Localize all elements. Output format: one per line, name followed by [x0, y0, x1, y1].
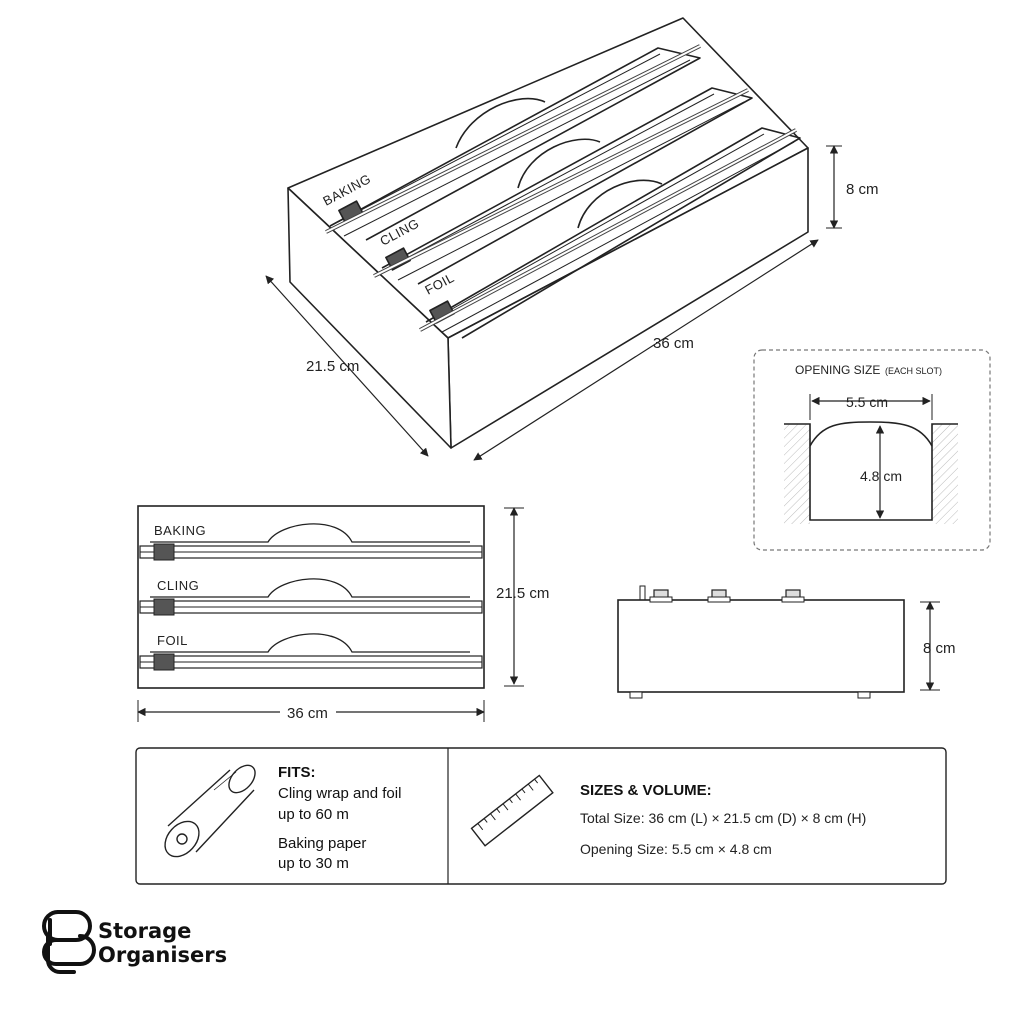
iso-length-dimension-line — [473, 239, 819, 461]
iso-depth-label: 21.5 cm — [306, 358, 359, 375]
fits-line-1: Cling wrap and foil — [278, 785, 401, 802]
opening-detail — [753, 349, 991, 551]
top-label-cling: CLING — [157, 578, 199, 593]
brand-line-1: Storage — [98, 919, 191, 943]
top-depth-label: 21.5 cm — [496, 585, 549, 602]
top-slot-baking — [139, 523, 483, 561]
top-label-baking: BAKING — [154, 523, 206, 538]
fits-line-2: up to 60 m — [278, 806, 349, 823]
opening-title: OPENING SIZE — [795, 363, 880, 377]
info-panel — [135, 747, 947, 885]
front-view — [617, 585, 940, 699]
iso-length-label: 36 cm — [653, 335, 694, 352]
top-label-foil: FOIL — [157, 633, 188, 648]
isometric-view — [265, 17, 842, 461]
fits-heading: FITS: — [278, 764, 316, 781]
top-slot-foil — [139, 633, 483, 671]
iso-depth-dimension-line — [265, 275, 429, 457]
opening-height-label: 4.8 cm — [860, 468, 902, 484]
top-slot-cling — [139, 578, 483, 616]
storage-organisers-logo-icon — [42, 910, 96, 974]
ruler-icon — [470, 774, 554, 847]
iso-slot-baking — [325, 44, 701, 241]
fits-line-3: Baking paper — [278, 835, 366, 852]
top-width-label: 36 cm — [287, 705, 328, 722]
roll-icon — [164, 764, 256, 858]
iso-slot-cling — [373, 87, 753, 285]
total-size-text: Total Size: 36 cm (L) × 21.5 cm (D) × 8 … — [580, 810, 866, 826]
front-height-label: 8 cm — [923, 640, 956, 657]
sizes-heading: SIZES & VOLUME: — [580, 782, 712, 799]
brand-line-2: Organisers — [98, 943, 227, 967]
top-view — [137, 505, 524, 722]
iso-height-label: 8 cm — [846, 181, 879, 198]
opening-size-text: Opening Size: 5.5 cm × 4.8 cm — [580, 841, 772, 857]
opening-title-suffix: (EACH SLOT) — [885, 366, 942, 376]
fits-line-4: up to 30 m — [278, 855, 349, 872]
opening-width-label: 5.5 cm — [846, 394, 888, 410]
